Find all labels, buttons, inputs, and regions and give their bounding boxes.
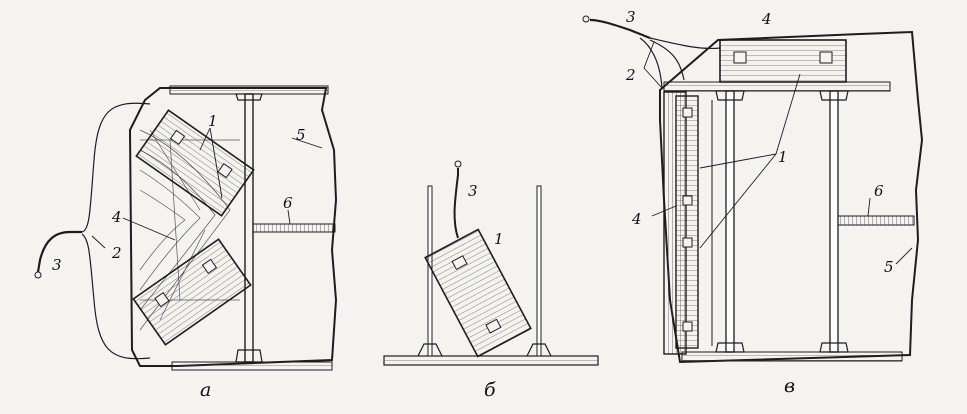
figure-c: 3 4 2 1 4 6 5 в bbox=[582, 8, 924, 397]
callout-1-b: 1 bbox=[494, 230, 504, 248]
plate-6-a bbox=[252, 223, 336, 233]
post-right-b bbox=[536, 185, 542, 357]
callout-4-side-c: 4 bbox=[631, 210, 642, 228]
plug-icon-b bbox=[454, 160, 462, 168]
web-frame-c-left bbox=[725, 90, 735, 353]
web-frame-a bbox=[244, 93, 254, 363]
post-left-b bbox=[427, 185, 433, 357]
callout-3-c: 3 bbox=[626, 8, 636, 26]
callout-1-c: 1 bbox=[778, 148, 788, 166]
callout-4-top-c: 4 bbox=[761, 10, 772, 28]
side-magnet-c bbox=[675, 95, 699, 349]
callout-6-a: 6 bbox=[283, 194, 293, 212]
web-frame-c-right bbox=[829, 90, 839, 353]
top-flange-c bbox=[663, 81, 891, 92]
connector-a bbox=[36, 230, 82, 273]
leaders-a bbox=[91, 127, 323, 249]
callout-3-b: 3 bbox=[468, 182, 478, 200]
callout-2-c: 2 bbox=[625, 66, 636, 84]
top-flange-a bbox=[169, 85, 329, 95]
cable-c bbox=[639, 37, 721, 89]
magnet-block-a-lower bbox=[132, 238, 252, 346]
bottom-flange-a bbox=[171, 361, 333, 371]
cable-a bbox=[81, 102, 151, 360]
plug-icon-c bbox=[582, 15, 590, 23]
callout-4-a: 4 bbox=[111, 208, 122, 226]
hull-outline-a bbox=[128, 87, 338, 367]
callout-2-a: 2 bbox=[111, 244, 122, 262]
callout-3-a: 3 bbox=[52, 256, 62, 274]
connector-c bbox=[589, 18, 651, 40]
base-plate-b bbox=[383, 355, 599, 366]
bottom-flange-c bbox=[681, 351, 903, 362]
magnet-block-a-upper bbox=[135, 109, 255, 217]
figure-b: 3 1 б bbox=[383, 160, 599, 401]
leaders-c bbox=[643, 41, 913, 265]
callout-1-a: 1 bbox=[208, 112, 218, 130]
figure-a: 1 5 6 4 2 3 а bbox=[34, 85, 338, 401]
magnet-block-b bbox=[424, 228, 532, 358]
cable-b bbox=[453, 168, 459, 239]
plate-6-c bbox=[837, 215, 915, 226]
figure-label-a: а bbox=[200, 379, 211, 401]
callout-5-a: 5 bbox=[296, 126, 306, 144]
callout-5-c: 5 bbox=[884, 258, 894, 276]
callout-6-c: 6 bbox=[874, 182, 884, 200]
plug-icon-a bbox=[34, 271, 42, 279]
figure-label-b: б bbox=[484, 379, 496, 401]
figure-label-c: в bbox=[784, 375, 795, 397]
